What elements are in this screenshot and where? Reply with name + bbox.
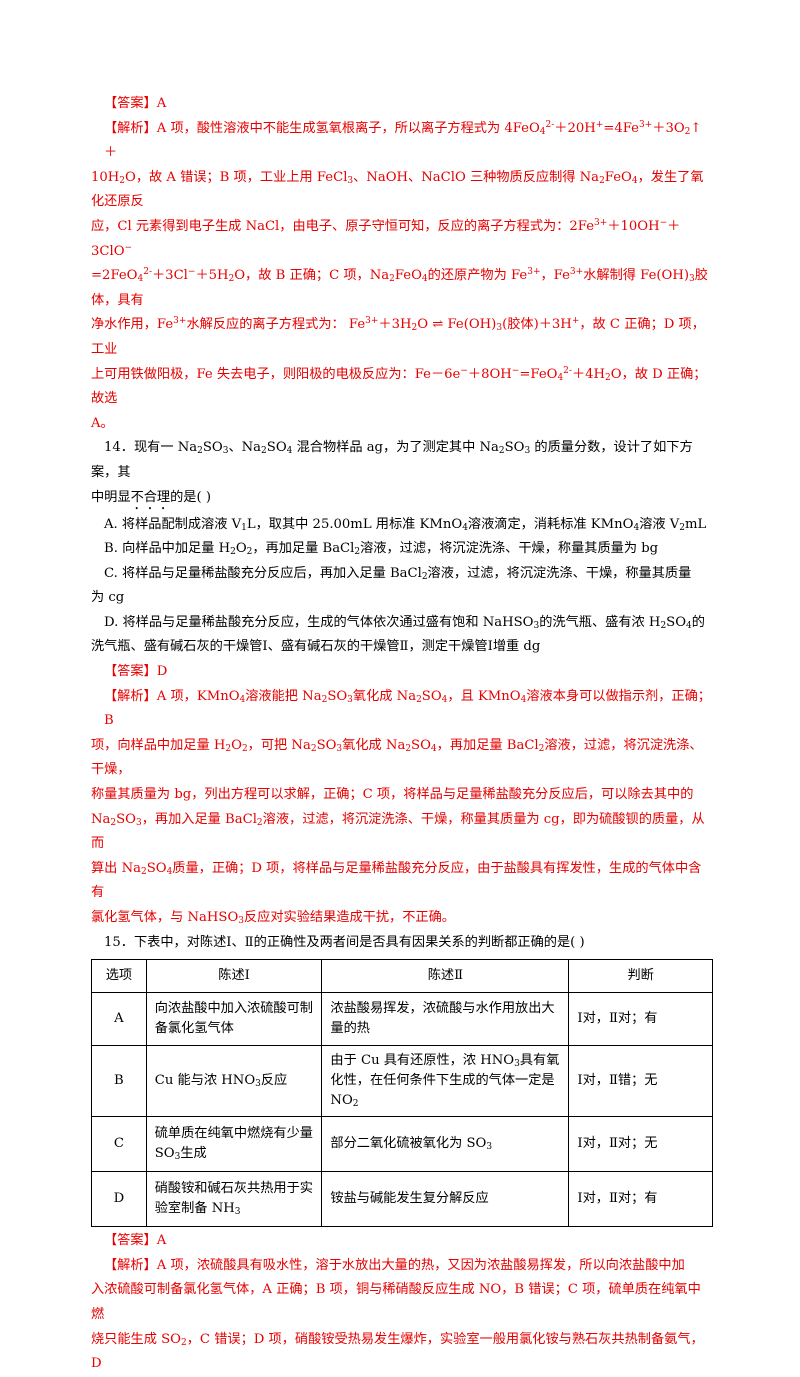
col-header-judgement: 判断 (568, 959, 713, 994)
q14-option-d-line2: 洗气瓶、盛有碱石灰的干燥管Ⅰ、盛有碱石灰的干燥管Ⅱ，测定干燥管Ⅰ增重 dg (91, 639, 541, 655)
cell-judgement: Ⅰ对，Ⅱ对；无 (568, 1116, 713, 1173)
table-row: B Cu 能与浓 HNO3反应 由于 Cu 具有还原性，浓 HNO3具有氧化性，… (91, 1045, 713, 1118)
q14-stem-line2: 中明显不合理的是( ) (91, 489, 211, 505)
q14-analysis-line6: 氯化氢气体，与 NaHSO3反应对实验结果造成干扰，不正确。 (91, 910, 455, 926)
content: 【答案】A 【解析】A 项，酸性溶液中不能生成氢氧根离子，所以离子方程式为 4F… (91, 92, 713, 1377)
table-row: D 硝酸铵和碱石灰共热用于实验室制备 NH3 铵盐与碱能发生复分解反应 Ⅰ对，Ⅱ… (91, 1171, 713, 1228)
q14-analysis-line3: 称量其质量为 bg，列出方程可以求解，正确；C 项，将样品与足量稀盐酸充分反应后… (91, 787, 694, 803)
emphasis-dots: 不合理 (130, 489, 171, 505)
q15-analysis-line3: 烧只能生成 SO2，C 错误；D 项，硝酸铵受热易发生爆炸，实验室一般用氯化铵与… (91, 1331, 704, 1372)
q14-option-b: B. 向样品中加足量 H2O2，再加足量 BaCl2溶液，过滤，将沉淀洗涤、干燥… (104, 541, 659, 558)
q14-stem: 14．现有一 Na2SO3、Na2SO4 混合物样品 ag，为了测定其中 Na2… (91, 440, 693, 480)
q15-analysis-line2: 入浓硫酸可制备氯化氢气体，A 正确；B 项，铜与稀硝酸反应生成 NO，B 错误；… (91, 1282, 701, 1322)
q14-option-c-line2: 为 cg (91, 590, 125, 606)
cell-statement-1: 硫单质在纯氧中燃烧有少量 SO3生成 (145, 1116, 323, 1173)
cell-statement-2: 部分二氧化硫被氧化为 SO3 (321, 1116, 570, 1173)
table-row: C 硫单质在纯氧中燃烧有少量 SO3生成 部分二氧化硫被氧化为 SO3 Ⅰ对，Ⅱ… (91, 1116, 713, 1173)
q14-analysis-line5: 算出 Na2SO4质量，正确；D 项，将样品与足量稀盐酸充分反应，由于盐酸具有挥… (91, 860, 702, 901)
q13-answer: 【答案】A (104, 96, 167, 111)
cell-statement-2: 铵盐与碱能发生复分解反应 (321, 1171, 570, 1228)
q13-analysis-line3: 应，Cl 元素得到电子生成 NaCl，由电子、原子守恒可知，反应的离子方程式为：… (91, 217, 681, 259)
q13-analysis: 【解析】A 项，酸性溶液中不能生成氢氧根离子，所以离子方程式为 4FeO42-＋… (104, 119, 702, 161)
col-header-option: 选项 (91, 959, 147, 994)
q14-answer: 【答案】D (104, 664, 168, 680)
cell-judgement: Ⅰ对，Ⅱ对；有 (568, 1171, 713, 1228)
cell-statement-1: Cu 能与浓 HNO3反应 (145, 1045, 323, 1118)
table-header-row: 选项 陈述Ⅰ 陈述Ⅱ 判断 (91, 959, 713, 994)
page: 【答案】A 【解析】A 项，酸性溶液中不能生成氢氧根离子，所以离子方程式为 4F… (91, 96, 713, 1371)
cell-option: A (91, 992, 147, 1047)
cell-option: B (91, 1045, 147, 1118)
q15-table: 选项 陈述Ⅰ 陈述Ⅱ 判断 A 向浓盐酸中加入浓硫酸可制备氯化氢气体 浓盐酸易挥… (91, 959, 713, 1228)
q15-stem: 15．下表中，对陈述Ⅰ、Ⅱ的正确性及两者间是否具有因果关系的判断都正确的是( ) (104, 934, 585, 950)
col-header-statement-2: 陈述Ⅱ (321, 959, 570, 994)
q13-analysis-line2: 10H2O，故 A 错误；B 项，工业上用 FeCl3、NaOH、NaClO 三… (91, 169, 704, 210)
q13-analysis-line7: A。 (91, 415, 114, 431)
q13-analysis-line6: 上可用铁做阳极，Fe 失去电子，则阳极的电极反应为：Fe－6e−＋8OH−=Fe… (91, 365, 707, 407)
table-row: A 向浓盐酸中加入浓硫酸可制备氯化氢气体 浓盐酸易挥发，浓硫酸与水作用放出大量的… (91, 992, 713, 1047)
q13-analysis-line4: =2FeO42-＋3Cl−＋5H2O，故 B 正确；C 项，Na2FeO4的还原… (91, 267, 708, 308)
cell-option: C (91, 1116, 147, 1173)
q14-option-c: C. 将样品与足量稀盐酸充分反应后，再加入足量 BaCl2溶液，过滤，将沉淀洗涤… (104, 565, 692, 582)
q14-option-a: A. 将样品配制成溶液 V1L，取其中 25.00mL 用标准 KMnO4溶液滴… (104, 516, 707, 533)
cell-statement-2: 浓盐酸易挥发，浓硫酸与水作用放出大量的热 (321, 992, 570, 1047)
cell-statement-2: 由于 Cu 具有还原性，浓 HNO3具有氧化性，在任何条件下生成的气体一定是 N… (321, 1045, 570, 1118)
q15-analysis: 【解析】A 项，浓硫酸具有吸水性，溶于水放出大量的热，又因为浓盐酸易挥发，所以向… (104, 1257, 685, 1273)
cell-judgement: Ⅰ对，Ⅱ错；无 (568, 1045, 713, 1118)
cell-statement-1: 向浓盐酸中加入浓硫酸可制备氯化氢气体 (145, 992, 323, 1047)
q15-answer: 【答案】A (104, 1233, 167, 1249)
col-header-statement-1: 陈述Ⅰ (145, 959, 323, 994)
cell-judgement: Ⅰ对，Ⅱ对；有 (568, 992, 713, 1047)
q14-analysis-line2: 项，向样品中加足量 H2O2，可把 Na2SO3氧化成 Na2SO4，再加足量 … (91, 737, 703, 778)
q13-analysis-line5: 净水作用，Fe3+水解反应的离子方程式为： Fe3+＋3H2O ⇌ Fe(OH)… (91, 316, 705, 357)
q14-option-d: D. 将样品与足量稀盐酸充分反应，生成的气体依次通过盛有饱和 NaHSO3的洗气… (104, 614, 705, 631)
cell-statement-1: 硝酸铵和碱石灰共热用于实验室制备 NH3 (145, 1171, 323, 1228)
cell-option: D (91, 1171, 147, 1228)
q14-analysis: 【解析】A 项，KMnO4溶液能把 Na2SO3氧化成 Na2SO4，且 KMn… (104, 688, 711, 729)
q14-analysis-line4: Na2SO3，再加入足量 BaCl2溶液，过滤，将沉淀洗涤、干燥，称量其质量为 … (91, 811, 705, 852)
